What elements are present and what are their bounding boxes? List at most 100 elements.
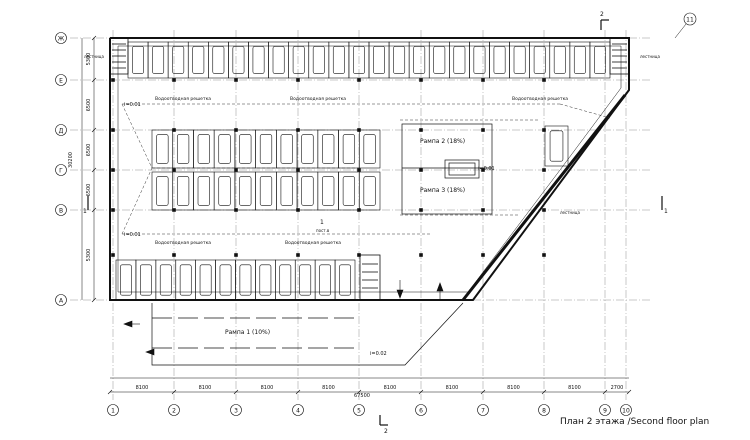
parking-stall — [195, 259, 216, 301]
car-outline — [342, 134, 356, 164]
parking-stall — [296, 129, 319, 169]
column — [481, 78, 485, 82]
car-outline — [218, 134, 231, 164]
car-outline — [232, 46, 245, 74]
parking-stall — [151, 171, 174, 211]
dimension-ticks — [91, 35, 632, 395]
parking-stall — [115, 259, 137, 301]
car-outline — [279, 264, 292, 296]
column — [296, 128, 300, 132]
column — [234, 78, 238, 82]
column — [234, 168, 238, 172]
slope-label-3: i=0.01 — [478, 166, 495, 172]
dim-tick — [91, 127, 97, 133]
car-outline — [199, 264, 212, 296]
axis-label-col: 2 — [172, 408, 176, 415]
parking-stall — [408, 41, 430, 79]
column — [357, 168, 361, 172]
car-outline — [252, 46, 265, 74]
axis-bubble-row — [55, 204, 67, 216]
room-number: 1 — [320, 219, 324, 226]
car-outline — [473, 46, 486, 74]
parking-stall — [276, 129, 298, 169]
axis-label-row: Г — [59, 167, 63, 174]
car-outline — [192, 46, 205, 74]
ramp-1-label: Рампа 1 (10%) — [225, 329, 270, 336]
car-outline — [272, 46, 285, 74]
dim-bottom: 8100 — [136, 385, 149, 391]
parking-stall — [193, 129, 215, 169]
column — [542, 253, 546, 257]
section-mark-bottom: 2 — [384, 428, 388, 435]
dim-tick — [91, 167, 97, 173]
car-outline — [172, 46, 185, 74]
dim-tick — [107, 389, 113, 395]
parking-stall — [147, 41, 169, 79]
column — [357, 253, 361, 257]
parking-stall — [155, 259, 177, 301]
axis-label-row: В — [59, 207, 63, 214]
parking-stall — [308, 41, 330, 79]
car-outline — [176, 134, 190, 164]
parking-stall — [213, 129, 236, 169]
parking-stall — [368, 41, 390, 79]
car-outline — [322, 176, 335, 206]
column — [234, 253, 238, 257]
drain-label-1: Водоотводная решетка — [155, 96, 211, 102]
axis-bubble-col — [353, 404, 365, 416]
slope-label-1: i=0.01 — [124, 102, 141, 108]
dim-bottom: 8100 — [261, 385, 274, 391]
car-outline — [156, 134, 169, 164]
car-outline — [259, 134, 273, 164]
car-outline — [332, 46, 345, 74]
axis-label-row: Ж — [58, 35, 65, 42]
car-outline — [549, 130, 564, 162]
car-outline — [132, 46, 144, 74]
car-outline — [353, 46, 365, 74]
column — [234, 128, 238, 132]
column — [111, 208, 115, 212]
car-outline — [453, 46, 466, 74]
direction-arrows — [123, 280, 444, 356]
dim-tick — [91, 207, 97, 213]
column — [419, 208, 423, 212]
car-outline — [280, 134, 293, 164]
column — [172, 128, 176, 132]
column — [111, 168, 115, 172]
ramp-3-label: Рампа 3 (18%) — [420, 187, 465, 194]
section-mark-top: 2 — [600, 11, 604, 18]
axis-bubble-col — [477, 404, 489, 416]
column — [172, 208, 176, 212]
drain-label-4: Водоотводная решетка — [155, 240, 211, 246]
grid-lines — [70, 30, 650, 400]
dim-bottom: 8100 — [507, 385, 520, 391]
axis-label-col: 9 — [603, 408, 607, 415]
drain-label-3: Водоотводная решетка — [512, 96, 568, 102]
dim-left-total: 30200 — [68, 152, 74, 168]
car-outline — [363, 176, 376, 206]
stair-left — [109, 37, 129, 75]
parking-stall — [544, 125, 569, 167]
car-outline — [299, 264, 312, 296]
parking-stall — [193, 171, 215, 211]
axis-label-row: Е — [59, 77, 63, 84]
parking-stall — [529, 41, 551, 79]
parking-stall — [469, 41, 490, 79]
parking-stall — [255, 259, 276, 301]
dim-total: 67500 — [354, 393, 370, 399]
dim-bottom: 2700 — [611, 385, 624, 391]
drain-label-5: Водоотводная решетка — [285, 240, 341, 246]
axis-label-col: 1 — [111, 408, 115, 415]
corner-axis-leader — [674, 23, 687, 39]
axis-bubble-col — [292, 404, 304, 416]
parking-stall — [187, 41, 209, 79]
corner-axis-label: 11 — [686, 17, 694, 24]
axis-label-col: 3 — [234, 408, 238, 415]
column — [419, 168, 423, 172]
parking-stall — [248, 41, 269, 79]
dim-left: 6500 — [86, 99, 92, 112]
parking-stall — [275, 259, 296, 301]
car-outline — [393, 46, 406, 74]
